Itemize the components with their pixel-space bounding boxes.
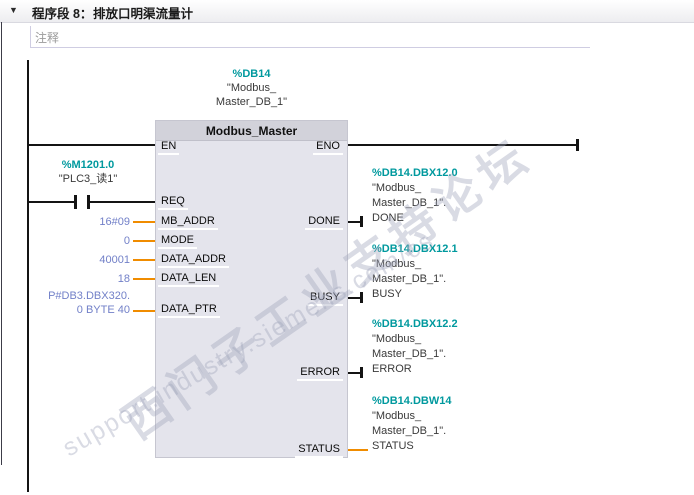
busy-wire xyxy=(348,297,361,299)
network-title[interactable]: 排放口明渠流量计 xyxy=(93,7,194,21)
en-wire xyxy=(28,144,155,146)
value-mode[interactable]: 0 xyxy=(123,235,130,247)
done-wire xyxy=(348,221,361,223)
value-mb-addr[interactable]: 16#09 xyxy=(99,216,130,228)
req-wire-right xyxy=(90,201,155,203)
req-wire-left xyxy=(28,201,74,203)
done-operand[interactable]: %DB14.DBX12.0 "Modbus_ Master_DB_1". DON… xyxy=(372,166,490,226)
value-data-ptr-line1[interactable]: P#DB3.DBX320. xyxy=(48,290,130,302)
busy-name-line2[interactable]: Master_DB_1". xyxy=(372,273,447,285)
param-en: EN xyxy=(158,140,180,155)
data-len-stub xyxy=(133,278,155,280)
instance-db-name-line1[interactable]: "Modbus_ xyxy=(226,82,277,94)
done-address[interactable]: %DB14.DBX12.0 xyxy=(372,167,458,179)
instance-db-address[interactable]: %DB14 xyxy=(232,68,271,80)
editor-left-border xyxy=(1,22,2,465)
error-member[interactable]: ERROR xyxy=(372,363,412,375)
param-req: REQ xyxy=(158,195,188,210)
error-name-line1[interactable]: "Modbus_ xyxy=(372,333,422,345)
param-mode: MODE xyxy=(158,234,197,249)
modbus-master-block[interactable]: Modbus_Master xyxy=(155,120,348,458)
contact-bar-left xyxy=(74,195,77,209)
done-tick xyxy=(360,216,363,227)
param-error: ERROR xyxy=(297,366,343,381)
error-wire xyxy=(348,372,361,374)
error-operand[interactable]: %DB14.DBX12.2 "Modbus_ Master_DB_1". ERR… xyxy=(372,317,490,377)
value-data-len[interactable]: 18 xyxy=(117,273,130,285)
param-data-addr: DATA_ADDR xyxy=(158,253,229,268)
status-name-line1[interactable]: "Modbus_ xyxy=(372,410,422,422)
eno-wire xyxy=(348,144,578,146)
network-number-label[interactable]: 程序段 8： xyxy=(32,7,93,21)
param-eno: ENO xyxy=(313,140,343,155)
instance-db-name-line2[interactable]: Master_DB_1" xyxy=(215,96,288,108)
mode-stub xyxy=(133,240,155,242)
value-data-ptr-line2[interactable]: 0 BYTE 40 xyxy=(76,304,130,316)
status-name-line2[interactable]: Master_DB_1". xyxy=(372,425,447,437)
status-operand[interactable]: %DB14.DBW14 "Modbus_ Master_DB_1". STATU… xyxy=(372,394,490,454)
power-rail xyxy=(27,60,29,492)
block-title[interactable]: Modbus_Master xyxy=(156,121,347,141)
busy-member[interactable]: BUSY xyxy=(372,288,402,300)
busy-tick xyxy=(360,292,363,303)
param-done: DONE xyxy=(305,215,343,230)
eno-end-tick xyxy=(576,139,579,151)
contact-bar-right xyxy=(87,195,90,209)
value-data-addr[interactable]: 40001 xyxy=(99,254,130,266)
busy-operand[interactable]: %DB14.DBX12.1 "Modbus_ Master_DB_1". BUS… xyxy=(372,242,490,302)
done-member[interactable]: DONE xyxy=(372,212,404,224)
status-wire xyxy=(348,449,368,451)
network-header: ▼ 程序段 8： 排放口明渠流量计 xyxy=(0,0,694,23)
busy-name-line1[interactable]: "Modbus_ xyxy=(372,258,422,270)
error-tick xyxy=(360,367,363,378)
instance-db-operand[interactable]: %DB14 "Modbus_ Master_DB_1" xyxy=(155,67,348,109)
contact-address[interactable]: %M1201.0 xyxy=(61,159,115,171)
param-mb-addr: MB_ADDR xyxy=(158,215,218,230)
error-name-line2[interactable]: Master_DB_1". xyxy=(372,348,447,360)
data-addr-stub xyxy=(133,259,155,261)
param-data-ptr: DATA_PTR xyxy=(158,303,220,318)
param-status: STATUS xyxy=(295,443,343,458)
status-member[interactable]: STATUS xyxy=(372,440,414,452)
contact-name[interactable]: "PLC3_读1" xyxy=(58,173,118,185)
network-comment-input[interactable]: 注释 xyxy=(30,26,590,48)
status-address[interactable]: %DB14.DBW14 xyxy=(372,395,452,407)
collapse-triangle-icon[interactable]: ▼ xyxy=(9,5,18,15)
contact-operand[interactable]: %M1201.0 "PLC3_读1" xyxy=(30,158,146,186)
error-address[interactable]: %DB14.DBX12.2 xyxy=(372,318,458,330)
done-name-line2[interactable]: Master_DB_1". xyxy=(372,197,447,209)
busy-address[interactable]: %DB14.DBX12.1 xyxy=(372,243,458,255)
value-data-ptr[interactable]: P#DB3.DBX320. 0 BYTE 40 xyxy=(30,289,130,317)
param-busy: BUSY xyxy=(307,291,343,306)
param-data-len: DATA_LEN xyxy=(158,272,220,287)
done-name-line1[interactable]: "Modbus_ xyxy=(372,182,422,194)
data-ptr-stub xyxy=(133,310,155,312)
mb-addr-stub xyxy=(133,221,155,223)
